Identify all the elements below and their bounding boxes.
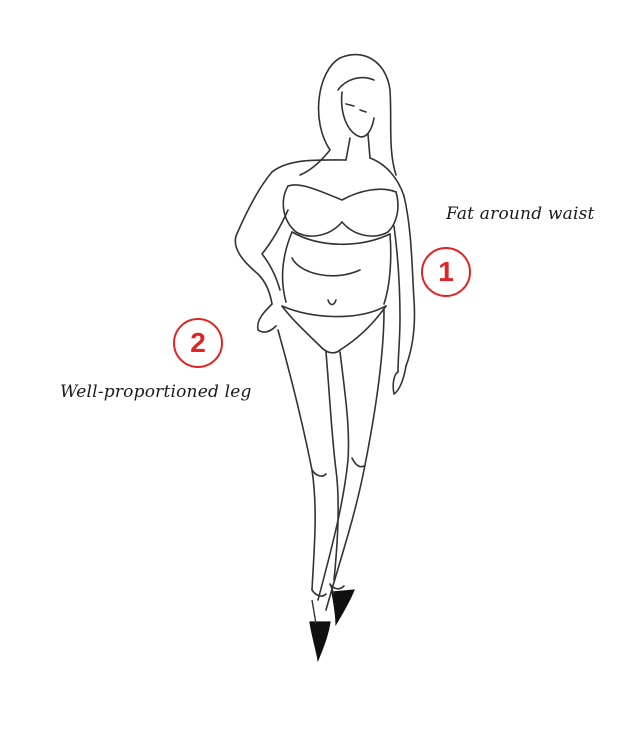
- hair: [317, 53, 397, 176]
- navel: [327, 299, 337, 306]
- left-arm-outer: [234, 171, 273, 305]
- left-hand: [256, 303, 277, 333]
- annotation-2-badge: 2: [173, 318, 223, 368]
- top-band: [291, 231, 391, 246]
- briefs-right: [339, 305, 387, 351]
- belly: [291, 257, 361, 277]
- annotation-2-label: Well-proportioned leg: [60, 382, 252, 402]
- annotation-1-label: Fat around waist: [446, 204, 595, 224]
- neck-right: [367, 133, 371, 159]
- right-shoe: [331, 589, 355, 627]
- ankle-left: [311, 589, 327, 597]
- briefs-top: [281, 305, 387, 318]
- torso-left: [281, 231, 293, 303]
- right-arm-inner: [393, 225, 401, 373]
- left-leg-outer: [277, 329, 316, 591]
- annotation-1-badge: 1: [421, 247, 471, 297]
- bust-top: [287, 184, 397, 201]
- face: [340, 91, 375, 138]
- right-hand: [392, 365, 407, 395]
- knee-right: [351, 457, 365, 468]
- right-shoulder: [369, 157, 405, 197]
- briefs-bottom: [321, 347, 341, 354]
- left-arm-inner: [261, 209, 289, 291]
- right-leg-inner: [317, 351, 350, 601]
- torso-right: [383, 233, 392, 305]
- left-shoulder: [271, 159, 347, 173]
- knee-left: [311, 469, 327, 477]
- left-shoe-heel: [311, 599, 317, 625]
- eye-left: [345, 103, 355, 107]
- briefs-left: [281, 305, 323, 349]
- right-leg-outer: [325, 309, 385, 611]
- left-leg-inner: [325, 351, 339, 581]
- eye-right: [359, 109, 367, 113]
- hair-left-strand: [299, 149, 331, 176]
- right-arm-outer: [403, 195, 416, 367]
- neck: [345, 137, 351, 161]
- left-shoe: [309, 621, 331, 663]
- bust-right: [341, 191, 399, 237]
- hair-fringe: [337, 76, 375, 91]
- right-shoe-heel: [329, 583, 335, 595]
- bust-left: [282, 185, 343, 237]
